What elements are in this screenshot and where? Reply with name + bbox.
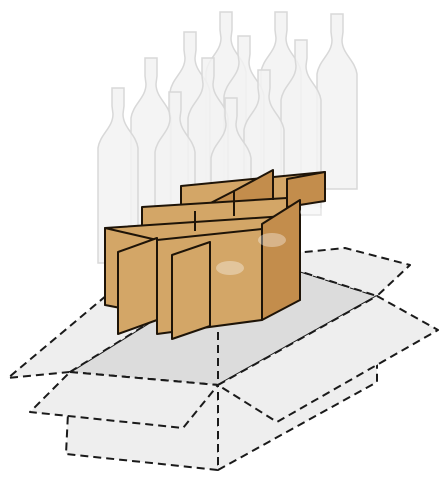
- cardboard-divider-insert-icon: [104, 169, 326, 340]
- divider-cross-front-left: [117, 237, 158, 335]
- divider-cross-front-middle: [171, 241, 211, 340]
- box-flap-front-right: [217, 295, 439, 423]
- divider-slot-lines: [156, 172, 274, 258]
- bottle-base: [258, 233, 286, 247]
- divider-wall-back-side: [286, 171, 326, 208]
- bottle-base: [300, 206, 324, 218]
- box-flap-front-left: [29, 371, 219, 429]
- wine-bottle-icon: [316, 13, 358, 190]
- bottle-bases-group: [216, 206, 324, 275]
- bottle-base: [216, 261, 244, 275]
